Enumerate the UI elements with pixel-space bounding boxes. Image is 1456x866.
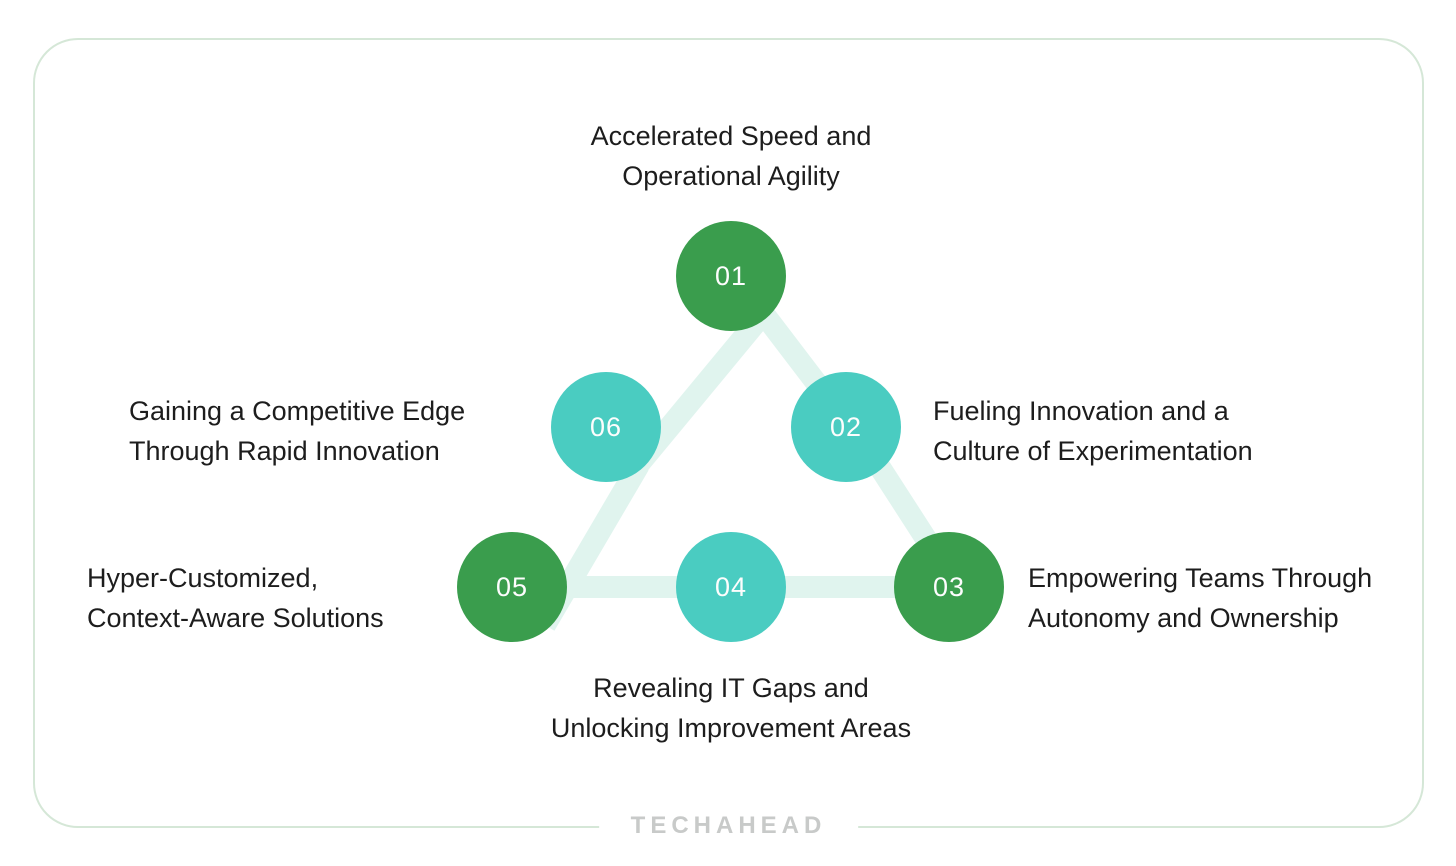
label-node-02: Fueling Innovation and a Culture of Expe… (933, 391, 1253, 471)
node-number-06: 06 (589, 411, 623, 442)
label-node-03: Empowering Teams Through Autonomy and Ow… (1028, 558, 1372, 638)
label-node-06-line2: Through Rapid Innovation (129, 436, 440, 466)
label-node-01-line1: Accelerated Speed and (590, 121, 872, 151)
label-node-02-line2: Culture of Experimentation (933, 436, 1253, 466)
node-number-04: 04 (714, 571, 748, 602)
label-node-04-line2: Unlocking Improvement Areas (550, 713, 912, 743)
node-circle-02: 02 (791, 372, 901, 482)
node-circle-03: 03 (894, 532, 1004, 642)
label-node-01-line2: Operational Agility (622, 161, 840, 191)
infographic-card: 01 06 02 05 04 03 Accelerated Speed and … (33, 38, 1424, 840)
label-node-06: Gaining a Competitive Edge Through Rapid… (129, 391, 465, 471)
label-node-01: Accelerated Speed and Operational Agilit… (481, 116, 981, 196)
node-number-03: 03 (932, 571, 966, 602)
label-node-04: Revealing IT Gaps and Unlocking Improvem… (481, 668, 981, 748)
node-circle-01: 01 (676, 221, 786, 331)
node-number-01: 01 (714, 260, 748, 291)
label-node-04-line1: Revealing IT Gaps and (593, 673, 869, 703)
label-node-06-line1: Gaining a Competitive Edge (129, 396, 466, 426)
label-node-05: Hyper-Customized, Context-Aware Solution… (87, 558, 384, 638)
label-node-03-line1: Empowering Teams Through (1028, 563, 1373, 593)
node-circle-05: 05 (457, 532, 567, 642)
techahead-logo: TECHAHEAD (598, 812, 859, 840)
label-node-05-line2: Context-Aware Solutions (87, 603, 384, 633)
node-number-05: 05 (495, 571, 529, 602)
node-number-02: 02 (829, 411, 863, 442)
label-node-02-line1: Fueling Innovation and a (933, 396, 1229, 426)
label-node-05-line1: Hyper-Customized, (87, 563, 319, 593)
label-node-03-line2: Autonomy and Ownership (1028, 603, 1339, 633)
node-circle-04: 04 (676, 532, 786, 642)
node-circle-06: 06 (551, 372, 661, 482)
